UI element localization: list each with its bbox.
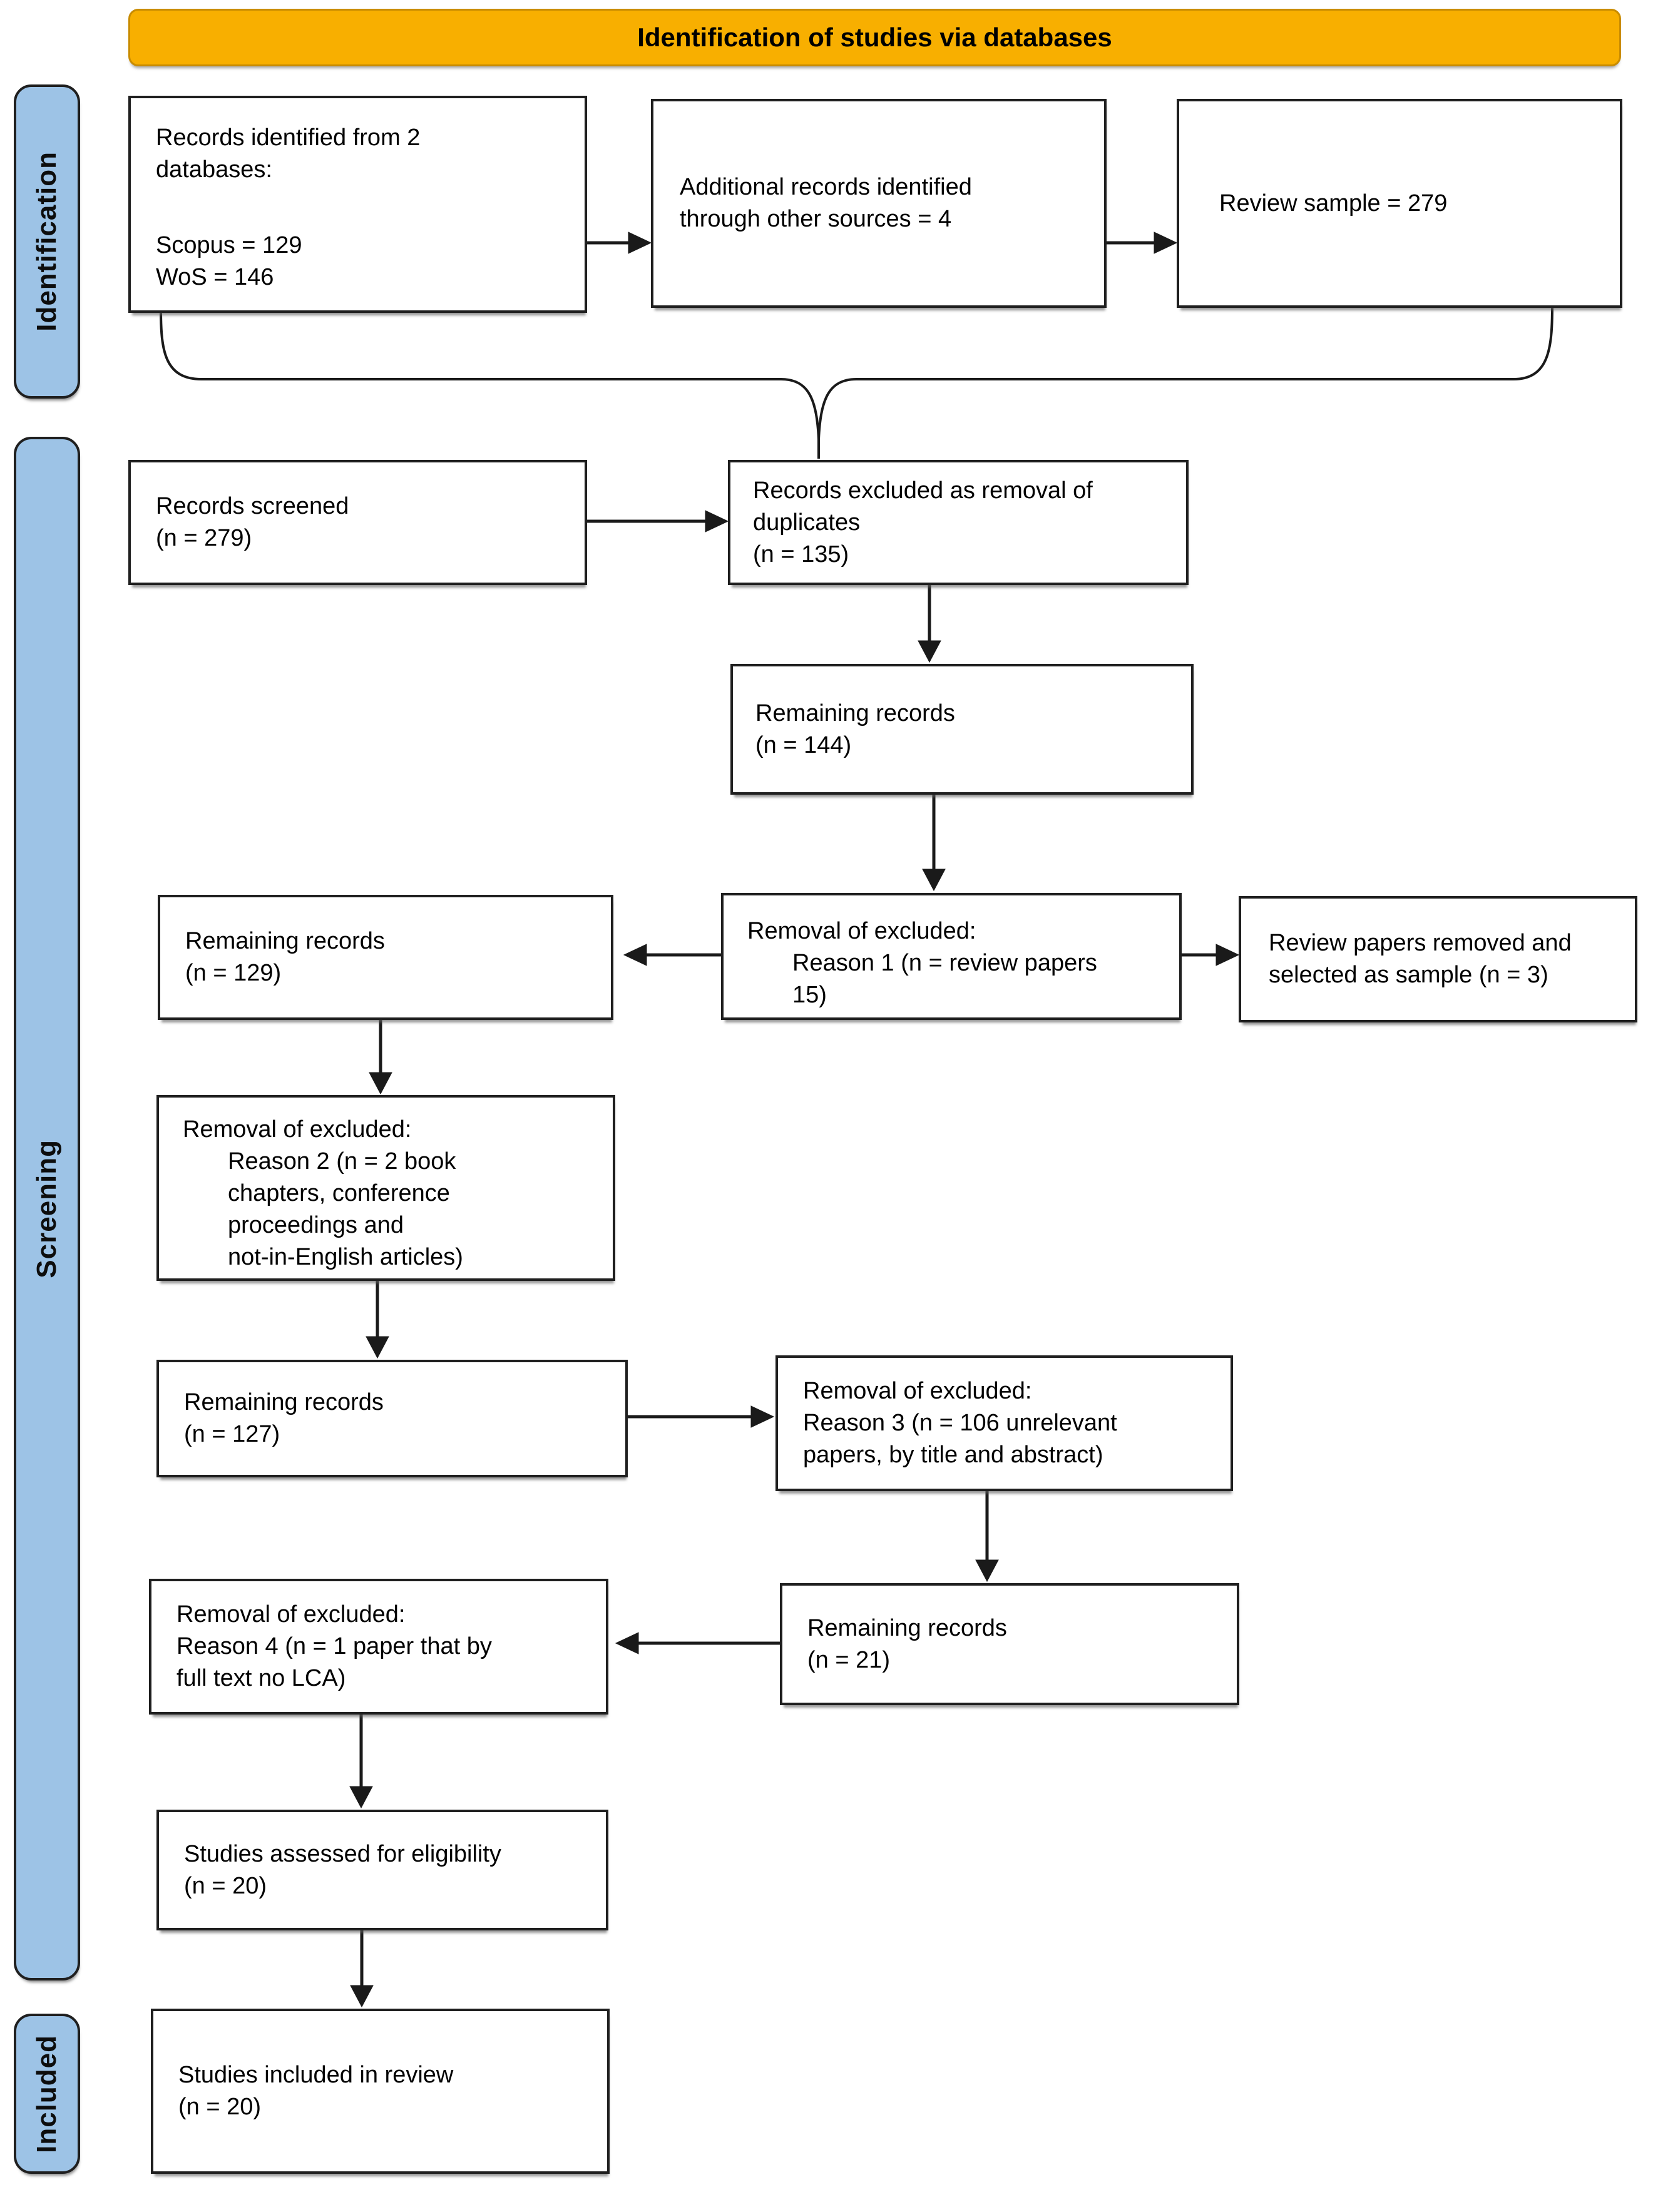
box-line: chapters, conference (228, 1180, 450, 1206)
box-line: 15) (792, 982, 827, 1008)
box-heading-line: Removal of excluded: (747, 918, 976, 944)
box-line: Review papers removed and (1269, 930, 1572, 956)
box-line: (n = 129) (185, 960, 282, 986)
box-remaining-129: Remaining records (n = 129) (158, 895, 613, 1020)
box-line: Remaining records (755, 700, 955, 726)
box-records-screened: Records screened (n = 279) (128, 460, 587, 585)
arrowhead-screened-to-excluded (705, 510, 729, 533)
stage-pill-included: Included (14, 2014, 80, 2174)
box-studies-assessed: Studies assessed for eligibility (n = 20… (156, 1810, 608, 1930)
arrowhead-remaining129-to-reason2 (369, 1072, 392, 1095)
box-line: Reason 4 (n = 1 paper that by (177, 1633, 492, 1659)
box-remaining-144: Remaining records (n = 144) (730, 664, 1194, 795)
arrowhead-remaining127-to-reason3 (750, 1405, 775, 1428)
box-line: Reason 2 (n = 2 book (228, 1148, 456, 1175)
brace-right-connector (817, 306, 1553, 440)
arrowhead-identified-to-additional (628, 232, 652, 254)
box-removal-reason4: Removal of excluded: Reason 4 (n = 1 pap… (149, 1579, 608, 1715)
banner-identification-via-databases: Identification of studies via databases (128, 9, 1621, 66)
box-line: (n = 20) (184, 1872, 267, 1899)
stage-label-identification: Identification (31, 151, 62, 332)
box-line: Remaining records (184, 1389, 384, 1415)
box-line: proceedings and (228, 1212, 404, 1238)
box-line: (n = 127) (184, 1421, 280, 1447)
arrowhead-additional-to-sample (1154, 232, 1178, 254)
box-removal-reason3: Removal of excluded: Reason 3 (n = 106 u… (775, 1355, 1233, 1491)
arrowhead-reason1-to-reviewpapers (1215, 944, 1240, 966)
box-line: Studies included in review (178, 2062, 454, 2088)
box-line: papers, by title and abstract) (803, 1442, 1103, 1468)
box-line: Remaining records (807, 1614, 1007, 1641)
box-line: (n = 279) (156, 525, 252, 551)
box-line: through other sources = 4 (680, 206, 952, 232)
box-line-review-sample-count: Review sample = 279 (1219, 190, 1448, 217)
box-remaining-21: Remaining records (n = 21) (780, 1583, 1239, 1705)
banner-title: Identification of studies via databases (637, 23, 1112, 52)
arrowhead-excluded-to-remaining144 (918, 640, 941, 663)
box-line: not-in-English articles) (228, 1244, 463, 1270)
brace-left-connector (160, 309, 820, 459)
box-records-identified: Records identified from 2 databases: Sco… (128, 96, 587, 313)
arrowhead-assessed-to-included (350, 1985, 374, 2008)
box-review-sample: Review sample = 279 (1177, 99, 1622, 308)
box-line: Reason 1 (n = review papers (792, 950, 1097, 976)
box-line: (n = 144) (755, 731, 852, 758)
box-line: Records screened (156, 493, 349, 519)
box-records-excluded-duplicates: Records excluded as removal of duplicate… (728, 460, 1189, 585)
box-line: (n = 20) (178, 2094, 262, 2120)
arrowhead-reason4-to-assessed (349, 1786, 373, 1809)
stage-pill-identification: Identification (14, 84, 80, 399)
box-text-gap (156, 186, 567, 230)
box-line: Reason 3 (n = 106 unrelevant (803, 1410, 1117, 1436)
box-line: Remaining records (185, 928, 385, 954)
box-line-wos-count: WoS = 146 (156, 264, 274, 290)
arrowhead-reason2-to-remaining127 (366, 1336, 389, 1359)
box-studies-included: Studies included in review (n = 20) (151, 2009, 610, 2174)
stage-pill-screening: Screening (14, 437, 80, 1980)
box-removal-reason2: Removal of excluded: Reason 2 (n = 2 boo… (156, 1095, 615, 1281)
arrowhead-remaining144-to-reason1 (922, 869, 946, 892)
box-line: Records identified from 2 (156, 125, 421, 151)
box-heading-line: Removal of excluded: (177, 1601, 406, 1628)
box-heading-line: Removal of excluded: (803, 1378, 1032, 1404)
arrowhead-reason3-to-remaining21 (975, 1559, 999, 1583)
box-line: Studies assessed for eligibility (184, 1840, 501, 1867)
box-line-scopus-count: Scopus = 129 (156, 232, 302, 258)
stage-label-screening: Screening (31, 1139, 62, 1278)
arrowhead-reason1-to-remaining129 (623, 944, 647, 966)
box-removal-reason1: Removal of excluded: Reason 1 (n = revie… (721, 893, 1182, 1020)
box-line: duplicates (753, 509, 861, 536)
box-line: (n = 21) (807, 1646, 891, 1673)
box-line: selected as sample (n = 3) (1269, 962, 1548, 988)
box-review-papers-removed: Review papers removed and selected as sa… (1239, 896, 1637, 1022)
box-line: databases: (156, 156, 272, 183)
box-heading-line: Removal of excluded: (183, 1116, 412, 1143)
box-line: Additional records identified (680, 174, 972, 200)
arrowhead-remaining21-to-reason4 (615, 1632, 639, 1654)
box-line: (n = 135) (753, 541, 849, 568)
box-remaining-127: Remaining records (n = 127) (156, 1360, 628, 1477)
stage-label-included: Included (31, 2034, 62, 2153)
box-additional-records: Additional records identified through ot… (651, 99, 1107, 308)
box-line: Records excluded as removal of (753, 477, 1093, 504)
box-line: full text no LCA) (177, 1665, 346, 1691)
